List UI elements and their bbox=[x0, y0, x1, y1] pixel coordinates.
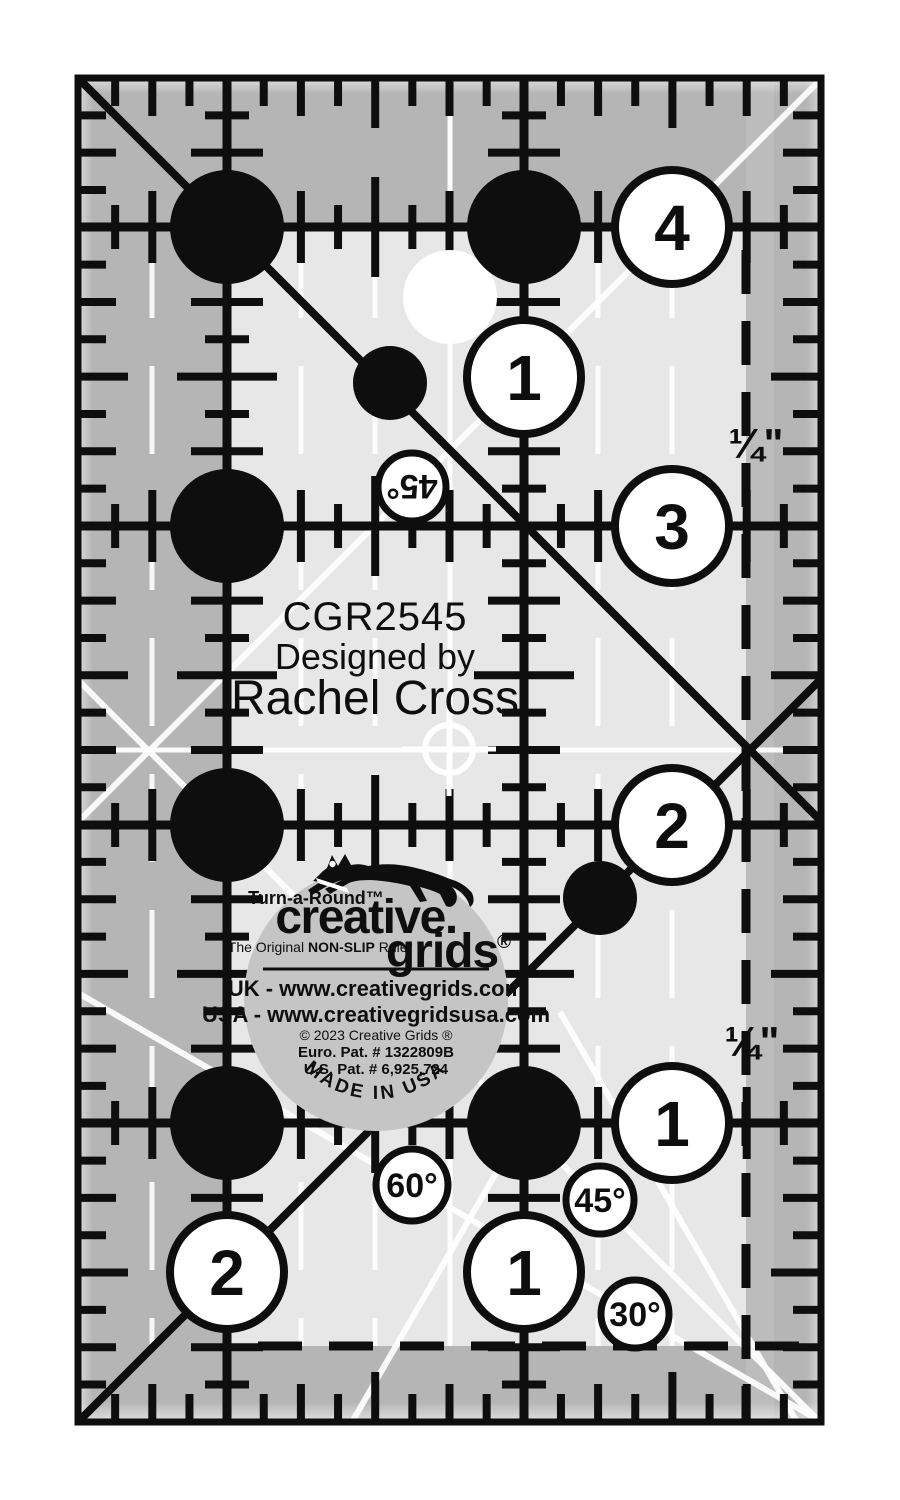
circle-half: ½ bbox=[170, 170, 284, 284]
circle-two: 2 bbox=[611, 764, 733, 886]
circle-one-half: 1½ bbox=[467, 170, 581, 284]
quarter-inch-label-top: ¼" bbox=[729, 420, 784, 467]
circle-label: 1½ bbox=[192, 497, 262, 553]
circle-label: 3 bbox=[654, 491, 690, 563]
center-text-block: CGR2545 Designed by Rachel Cross bbox=[231, 595, 519, 725]
circle-label: 45° bbox=[364, 363, 415, 401]
logo-euro-patent: Euro. Pat. # 1322809B bbox=[298, 1044, 454, 1061]
creative-grids-logo: Turn-a-Round™ creative. grids ® The Orig… bbox=[202, 854, 550, 1131]
circle-label: 1½ bbox=[489, 1094, 559, 1150]
circle-label: 2 bbox=[654, 790, 690, 862]
circle-label: 4 bbox=[654, 192, 690, 264]
circle-one-bottom: 1 bbox=[463, 1211, 585, 1333]
circle-angle-60: 60° bbox=[372, 1145, 452, 1225]
circle-four: 4 bbox=[611, 166, 733, 288]
logo-uk-url: UK - www.creativegrids.com bbox=[228, 976, 524, 1001]
circle-label: 45° bbox=[386, 467, 437, 505]
logo-subtitle: The Original NON-SLIP Ruler bbox=[228, 939, 413, 955]
logo-brand-creative: creative. bbox=[275, 891, 456, 944]
logo-copyright: © 2023 Creative Grids ® bbox=[300, 1027, 454, 1043]
designer-name-text: Rachel Cross bbox=[231, 672, 519, 725]
circle-label: 30° bbox=[609, 1296, 660, 1334]
circle-label: 45° bbox=[574, 1182, 625, 1220]
circle-label: ½ bbox=[201, 191, 253, 260]
circle-label: 1½ bbox=[489, 198, 559, 254]
logo-usa-url: USA - www.creativegridsusa.com bbox=[202, 1002, 550, 1027]
logo-circle bbox=[244, 867, 508, 1131]
logo-tagline: Turn-a-Round™ bbox=[248, 888, 384, 908]
circle-two-bottom: 2 bbox=[166, 1211, 288, 1333]
sku-text: CGR2545 bbox=[283, 595, 468, 639]
circle-label: 1 bbox=[654, 1088, 690, 1160]
fox-icon bbox=[308, 854, 474, 907]
logo-registered-mark: ® bbox=[497, 932, 511, 953]
quarter-inch-labels: ¼" ¼" bbox=[725, 420, 784, 1065]
circle-three-half: 3½ bbox=[170, 1066, 284, 1180]
circle-angle-45-b: 45° bbox=[374, 449, 450, 525]
circle-angle-45-c: 45° bbox=[563, 861, 637, 935]
circle-angle-30: 30° bbox=[597, 1276, 673, 1352]
circle-three: 3 bbox=[611, 465, 733, 587]
circle-one-half-2: 1½ bbox=[170, 469, 284, 583]
circle-label: 3½ bbox=[192, 1094, 262, 1150]
circle-label: 2½ bbox=[192, 796, 262, 852]
hanging-hole bbox=[403, 250, 497, 344]
ruler-outline bbox=[74, 74, 825, 1426]
circle-label: 60° bbox=[386, 1167, 437, 1205]
circle-two-half: 2½ bbox=[170, 768, 284, 882]
measurement-circles: ½ 1½ 4 1 1½ 3 2½ 2 3½ 1½ 1 2 1 45° 45° 45° 60° 45° 30° bbox=[166, 166, 733, 1352]
circle-one-top: 1 bbox=[463, 316, 585, 438]
circle-one-right: 1 bbox=[611, 1062, 733, 1184]
logo-us-patent: U.S. Pat. # 6,925,724 bbox=[304, 1061, 449, 1078]
center-crosshair bbox=[422, 722, 476, 776]
quarter-inch-label-bottom: ¼" bbox=[725, 1018, 780, 1065]
circle-label: 1 bbox=[506, 1237, 542, 1309]
circle-one-half-3: 1½ bbox=[467, 1066, 581, 1180]
circle-label: 1 bbox=[506, 342, 542, 414]
designed-by-text: Designed by bbox=[275, 636, 475, 677]
circle-angle-45-d: 45° bbox=[562, 1162, 638, 1238]
circle-label: 2 bbox=[209, 1237, 245, 1309]
circle-angle-45-a: 45° bbox=[353, 346, 427, 420]
hole-and-crosshair bbox=[402, 250, 497, 796]
circle-label: 45° bbox=[574, 880, 625, 918]
